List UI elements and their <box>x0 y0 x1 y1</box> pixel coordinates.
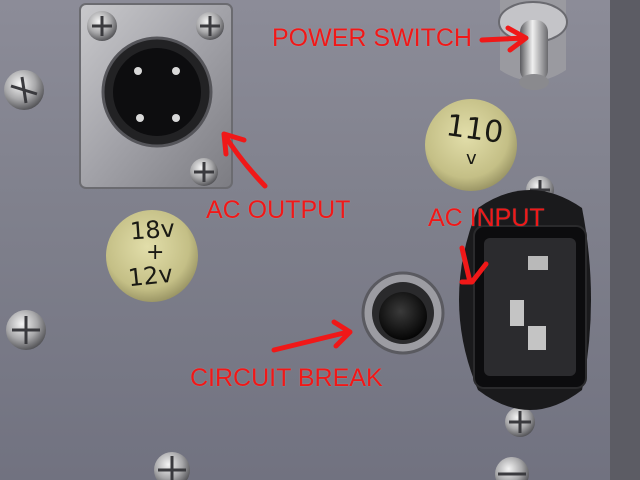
arrow-to-power-switch <box>479 25 529 53</box>
screw-icon <box>196 12 224 40</box>
screw-icon <box>154 452 190 480</box>
screw-icon <box>4 70 44 110</box>
panel-edge <box>610 0 640 480</box>
circuit-break-label: CIRCUIT BREAK <box>190 364 383 392</box>
power-toggle-switch <box>498 0 568 90</box>
sticker-110-unit: v <box>466 148 477 169</box>
sticker-plus-text: + <box>146 240 165 265</box>
power-switch-label: POWER SWITCH <box>272 24 472 52</box>
screw-icon <box>6 310 46 350</box>
xlr-output-connector <box>79 3 233 189</box>
screw-icon <box>190 158 218 186</box>
voltage-sticker-18-12 <box>106 210 198 302</box>
screw-icon <box>505 407 535 437</box>
ac-output-label: AC OUTPUT <box>206 196 351 224</box>
sticker-12v-text: 12v <box>126 259 175 293</box>
circuit-breaker-button <box>361 271 445 355</box>
arrow-to-ac-output <box>221 131 268 189</box>
screw-icon <box>495 457 529 480</box>
ac-input-label: AC INPUT <box>428 204 545 232</box>
voltage-sticker-110 <box>425 99 517 191</box>
arrow-to-ac-input <box>459 245 489 285</box>
arrow-to-circuit-break <box>271 319 353 353</box>
ac-input-socket <box>459 190 591 410</box>
screw-icon <box>87 11 117 41</box>
